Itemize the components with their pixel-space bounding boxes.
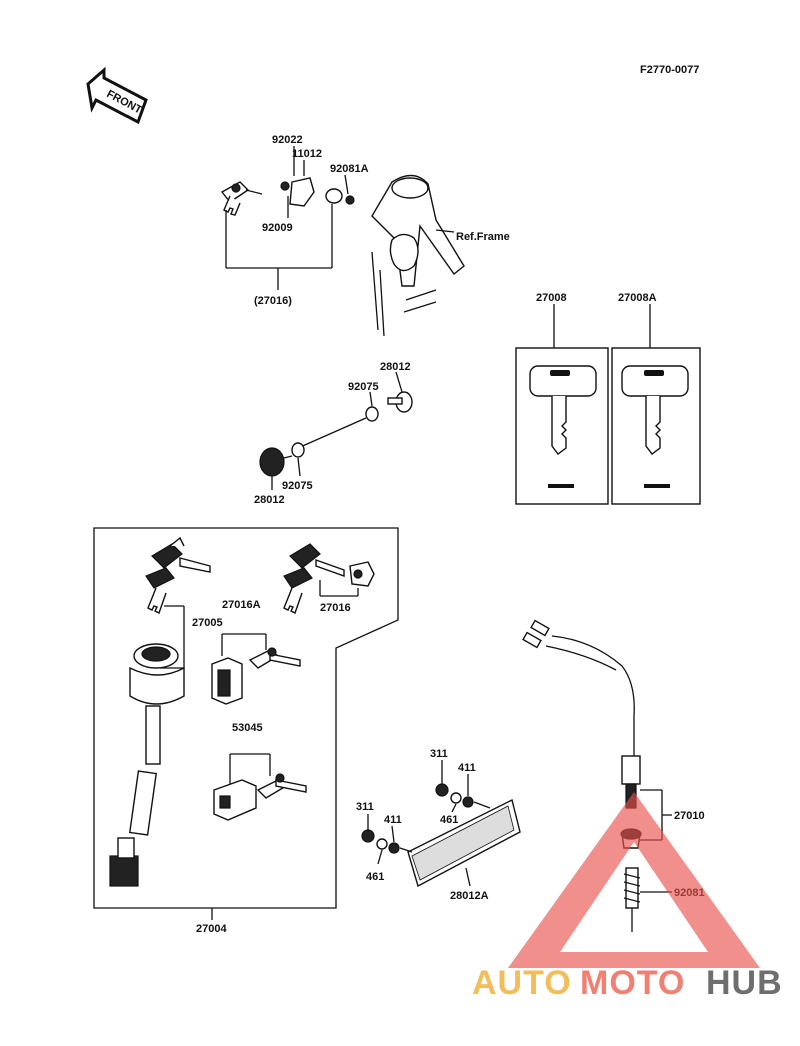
label-ref-frame: Ref.Frame — [456, 231, 510, 243]
label-92075-top: 92075 — [348, 381, 379, 393]
reflector — [361, 760, 521, 888]
cap-assembly — [259, 371, 413, 490]
lock-53045 — [213, 773, 307, 821]
label-411-top: 411 — [458, 762, 476, 774]
ignition-keys — [145, 536, 211, 614]
label-92075-bot: 92075 — [282, 480, 313, 492]
label-92009: 92009 — [262, 222, 293, 234]
lock-27016 — [283, 543, 375, 614]
label-27008a: 27008A — [618, 292, 657, 304]
label-53045: 53045 — [232, 722, 263, 734]
front-arrow-icon: FRONT — [86, 66, 148, 125]
watermark-triangle-icon — [508, 792, 760, 968]
label-28012-bot: 28012 — [254, 494, 285, 506]
ignition-set-box — [93, 527, 399, 909]
label-411-bot: 411 — [384, 814, 402, 826]
label-27016: 27016 — [320, 602, 351, 614]
watermark-auto: AUTO — [472, 964, 572, 1002]
label-461-bot: 461 — [366, 871, 384, 883]
key-27008a — [611, 304, 701, 505]
watermark-logo: AUTO MOTO HUB — [472, 792, 783, 1002]
label-311-top: 311 — [430, 748, 448, 760]
lock-27016a — [211, 647, 301, 705]
watermark-moto: MOTO — [580, 964, 685, 1002]
label-27016-paren: (27016) — [254, 295, 292, 307]
label-27005: 27005 — [192, 617, 223, 629]
label-27008: 27008 — [536, 292, 567, 304]
figure-code: F2770-0077 — [640, 64, 699, 76]
label-461-top: 461 — [440, 814, 458, 826]
label-27010: 27010 — [674, 810, 705, 822]
label-27016a: 27016A — [222, 599, 261, 611]
label-92022: 92022 — [272, 134, 303, 146]
label-92081a: 92081A — [330, 163, 369, 175]
label-28012a: 28012A — [450, 890, 489, 902]
frame-head-tube — [371, 174, 465, 337]
watermark-hub: HUB — [706, 964, 783, 1002]
label-28012-top: 28012 — [380, 361, 411, 373]
label-11012: 11012 — [292, 148, 322, 160]
label-311-bot: 311 — [356, 801, 374, 813]
key-27008 — [515, 304, 609, 505]
ignition-switch — [109, 643, 185, 887]
lock-set-top — [220, 146, 355, 290]
label-27004: 27004 — [196, 923, 227, 935]
